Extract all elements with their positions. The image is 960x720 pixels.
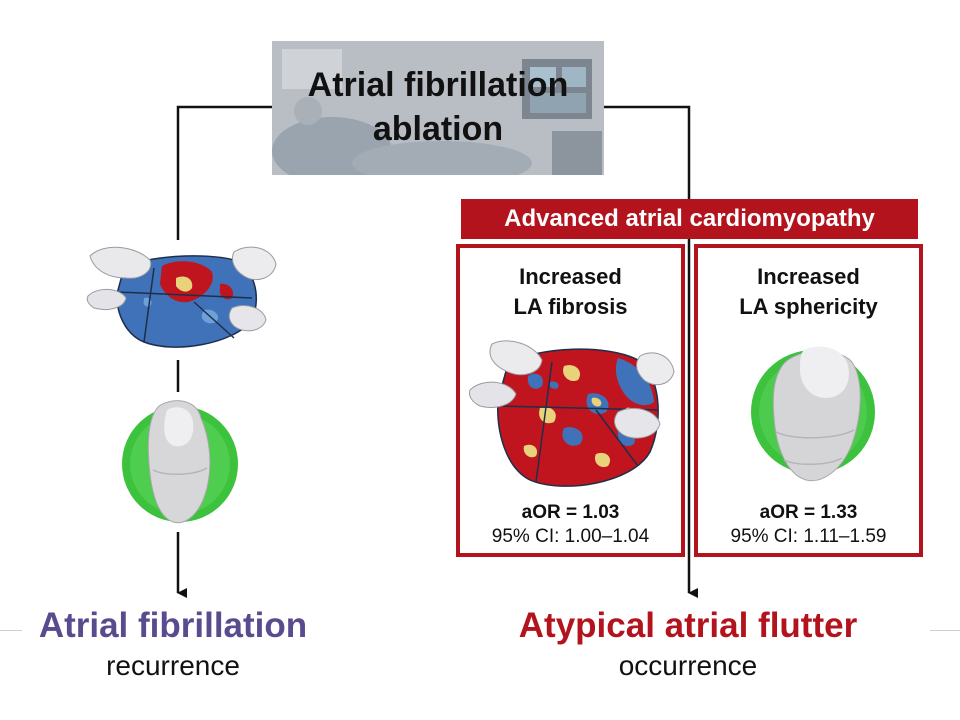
connector-right-top [604, 105, 691, 199]
divider-left [0, 630, 22, 631]
panel-la-fibrosis-aor: aOR = 1.03 [521, 502, 620, 523]
connector-left-top [176, 105, 272, 240]
diagram-title-line2: ablation [372, 110, 504, 148]
panel-la-fibrosis: Increased LA fibrosis aOR = 1.03 95% CI:… [456, 244, 685, 557]
panel-la-sphericity-heading-line2: LA sphericity [739, 294, 878, 319]
panel-la-sphericity-ci: 95% CI: 1.11–1.59 [730, 526, 887, 547]
left-atrium-low-fibrosis-model [86, 246, 277, 348]
cardiomyopathy-banner: Advanced atrial cardiomyopathy [461, 199, 918, 239]
panel-la-fibrosis-heading-line2: LA fibrosis [513, 294, 628, 319]
panel-la-sphericity-aor: aOR = 1.33 [759, 502, 858, 523]
left-atrium-high-fibrosis-model [469, 340, 675, 487]
outcome-atypical-flutter-title: Atypical atrial flutter [518, 606, 858, 645]
panel-la-sphericity-heading: Increased LA sphericity [698, 262, 919, 322]
title-box: Atrial fibrillation ablation [272, 41, 604, 175]
outcome-af-recurrence-title: Atrial fibrillation [38, 606, 308, 645]
outcome-atypical-flutter-subtitle: occurrence [618, 650, 758, 681]
panel-la-sphericity: Increased LA sphericity aOR = 1.33 95% C… [694, 244, 923, 557]
panel-la-sphericity-heading-line1: Increased [757, 264, 860, 289]
panel-la-fibrosis-heading: Increased LA fibrosis [460, 262, 681, 322]
divider-right [930, 630, 960, 631]
diagram-title: Atrial fibrillation ablation [272, 63, 604, 151]
panel-la-fibrosis-ci: 95% CI: 1.00–1.04 [491, 526, 650, 547]
procedure-room-photo [272, 41, 604, 175]
outcome-af-recurrence-subtitle: recurrence [106, 650, 240, 681]
panel-la-fibrosis-heading-line1: Increased [519, 264, 622, 289]
diagram-title-line1: Atrial fibrillation [307, 66, 569, 104]
left-atrium-high-sphericity-model [751, 346, 875, 482]
left-atrium-low-sphericity-model [122, 400, 238, 524]
